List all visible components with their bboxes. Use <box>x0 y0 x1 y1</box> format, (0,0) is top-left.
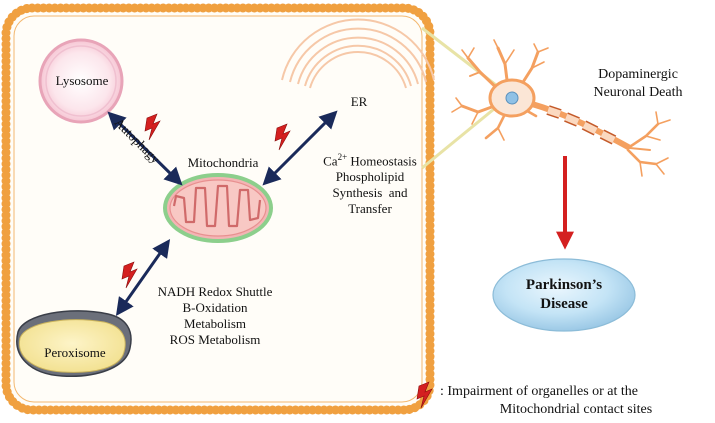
arrow-er-mito <box>262 110 338 186</box>
peroxisome-label: Peroxisome <box>44 345 106 360</box>
er-label: ER <box>350 94 368 109</box>
arrow-peroxisome-mito <box>115 239 171 316</box>
cell-membrane-inner <box>13 15 423 403</box>
neuron-axon <box>531 101 632 151</box>
legend-text: : Impairment of organelles or at the Mit… <box>440 383 712 419</box>
neuron-soma <box>488 78 536 118</box>
neuron-label: Dopaminergic Neuronal Death <box>593 67 683 100</box>
ros-line: ROS Metabolism <box>169 332 261 347</box>
mitochondria-label: Mitochondria <box>187 155 259 170</box>
lysosome-label: Lysosome <box>55 73 109 88</box>
arrow-lysosome-mito <box>107 111 183 186</box>
connector-line-bottom <box>421 98 506 170</box>
legend-line-1: : Impairment of organelles or at the <box>440 384 639 399</box>
nadh-line: NADH Redox Shuttle <box>157 284 273 299</box>
synthesis-line: Synthesis and <box>332 185 408 201</box>
b-oxidation-line: B-Oxidation <box>182 300 248 315</box>
neuron-icon <box>451 39 671 177</box>
transfer-line: Transfer <box>348 201 392 217</box>
er-function-text: Ca2+ Homeostasis Phospholipid Synthesis … <box>300 149 440 217</box>
ca-homeostasis-line: Ca2+ Homeostasis <box>323 152 417 169</box>
phospholipid-line: Phospholipid <box>335 169 405 185</box>
metabolism-line: Metabolism <box>183 316 247 331</box>
er-shape <box>281 18 435 89</box>
lysosome-inner-ring <box>45 45 117 117</box>
lysosome-shape <box>38 38 124 124</box>
mitochondria-shape <box>163 173 273 243</box>
peroxisome-function-text: NADH Redox Shuttle B-Oxidation Metabolis… <box>150 284 280 348</box>
legend-line-2: Mitochondrial contact sites <box>499 402 653 417</box>
disease-disc <box>492 258 636 332</box>
peroxisome-shape <box>16 310 132 377</box>
disease-label: Parkinson’s Disease <box>525 277 603 312</box>
